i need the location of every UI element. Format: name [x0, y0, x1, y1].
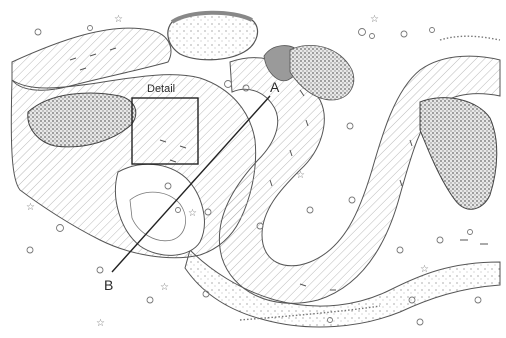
- svg-text:☆: ☆: [96, 318, 105, 329]
- svg-text:☆: ☆: [188, 208, 197, 219]
- svg-text:☆: ☆: [26, 202, 35, 213]
- top-center-lens: [168, 13, 258, 60]
- point-b-label: B: [104, 277, 113, 293]
- svg-text:☆: ☆: [160, 282, 169, 293]
- right-hatched-trace: [440, 36, 500, 40]
- svg-text:☆: ☆: [296, 170, 305, 181]
- svg-text:☆: ☆: [370, 14, 379, 25]
- svg-text:☆: ☆: [420, 264, 429, 275]
- point-a-label: A: [270, 79, 280, 95]
- svg-text:☆: ☆: [114, 14, 123, 25]
- detail-label: Detail: [147, 83, 175, 95]
- right-dense-lens: [420, 98, 497, 210]
